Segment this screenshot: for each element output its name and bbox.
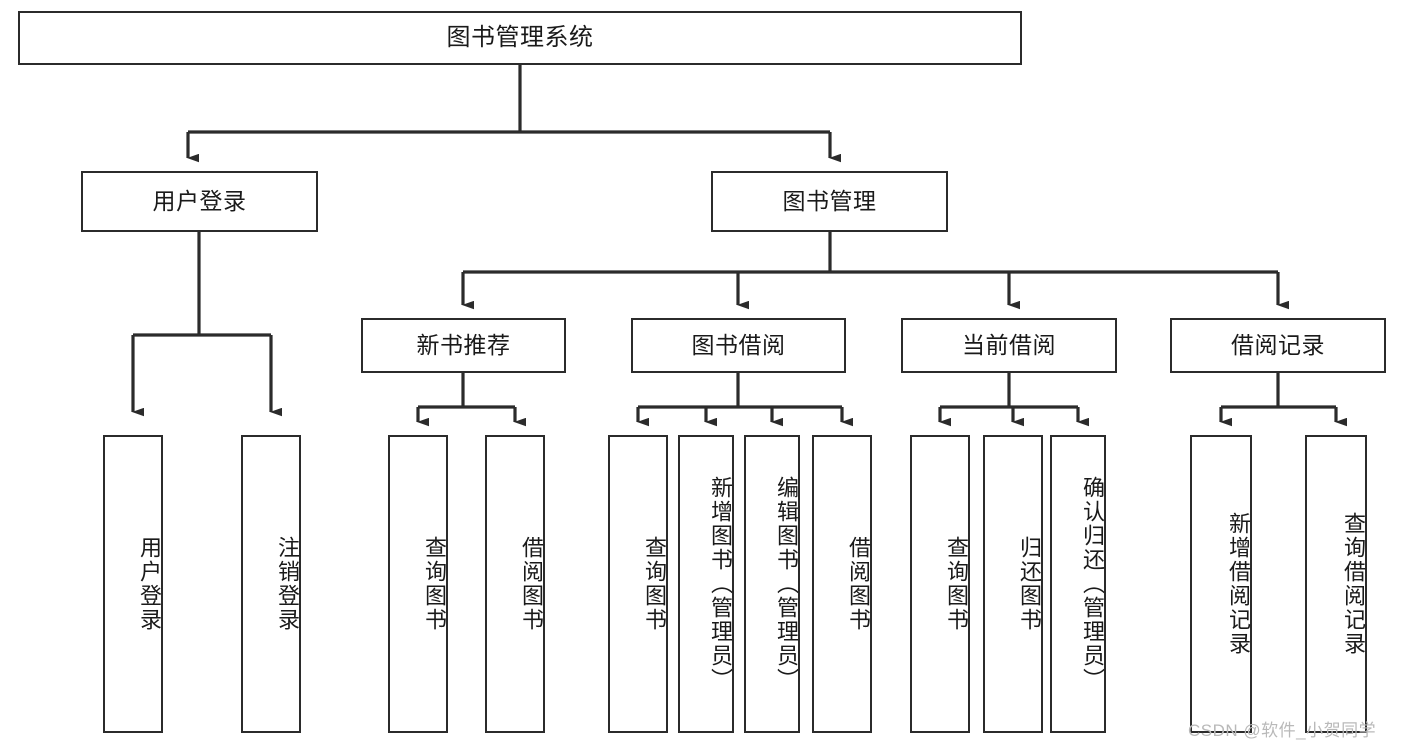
leaf-edit-book-admin[interactable]: 编辑图书（管理员） <box>744 435 800 733</box>
leaf-return-book[interactable]: 归还图书 <box>983 435 1043 733</box>
node-book-management[interactable]: 图书管理 <box>711 171 948 232</box>
node-label: 借阅图书 <box>519 536 544 632</box>
node-label: 查询借阅记录 <box>1341 512 1366 656</box>
leaf-add-borrow-record[interactable]: 新增借阅记录 <box>1190 435 1252 733</box>
leaf-query-book-current[interactable]: 查询图书 <box>910 435 970 733</box>
leaf-borrow-book[interactable]: 借阅图书 <box>812 435 872 733</box>
node-root[interactable]: 图书管理系统 <box>18 11 1022 65</box>
node-new-book-recommend[interactable]: 新书推荐 <box>361 318 566 373</box>
node-label: 编辑图书（管理员） <box>774 476 799 692</box>
node-label: 新书推荐 <box>416 331 511 358</box>
node-label: 图书管理系统 <box>446 23 594 51</box>
node-label: 归还图书 <box>1017 536 1042 632</box>
leaf-borrow-book-recommend[interactable]: 借阅图书 <box>485 435 545 733</box>
leaf-logout[interactable]: 注销登录 <box>241 435 301 733</box>
node-label: 查询图书 <box>642 536 667 632</box>
node-user-login[interactable]: 用户登录 <box>81 171 318 232</box>
node-label: 新增图书（管理员） <box>708 476 733 692</box>
leaf-query-book-borrow[interactable]: 查询图书 <box>608 435 668 733</box>
node-label: 查询图书 <box>422 536 447 632</box>
leaf-confirm-return-admin[interactable]: 确认归还（管理员） <box>1050 435 1106 733</box>
node-label: 用户登录 <box>137 536 162 632</box>
leaf-user-login[interactable]: 用户登录 <box>103 435 163 733</box>
node-label: 借阅记录 <box>1231 331 1325 358</box>
node-current-borrow[interactable]: 当前借阅 <box>901 318 1117 373</box>
node-label: 确认归还（管理员） <box>1080 476 1105 692</box>
csdn-watermark: CSDN @软件_小贺同学 <box>1188 721 1377 740</box>
node-label: 新增借阅记录 <box>1226 512 1251 656</box>
leaf-add-book-admin[interactable]: 新增图书（管理员） <box>678 435 734 733</box>
node-label: 注销登录 <box>275 536 300 632</box>
node-label: 图书管理 <box>782 187 877 214</box>
leaf-query-book-recommend[interactable]: 查询图书 <box>388 435 448 733</box>
node-label: 借阅图书 <box>846 536 871 632</box>
node-label: 图书借阅 <box>691 331 786 358</box>
node-label: 当前借阅 <box>962 331 1056 358</box>
leaf-query-borrow-record[interactable]: 查询借阅记录 <box>1305 435 1367 733</box>
node-label: 用户登录 <box>152 187 247 214</box>
node-borrow-record[interactable]: 借阅记录 <box>1170 318 1386 373</box>
node-label: 查询图书 <box>944 536 969 632</box>
node-book-borrow[interactable]: 图书借阅 <box>631 318 846 373</box>
